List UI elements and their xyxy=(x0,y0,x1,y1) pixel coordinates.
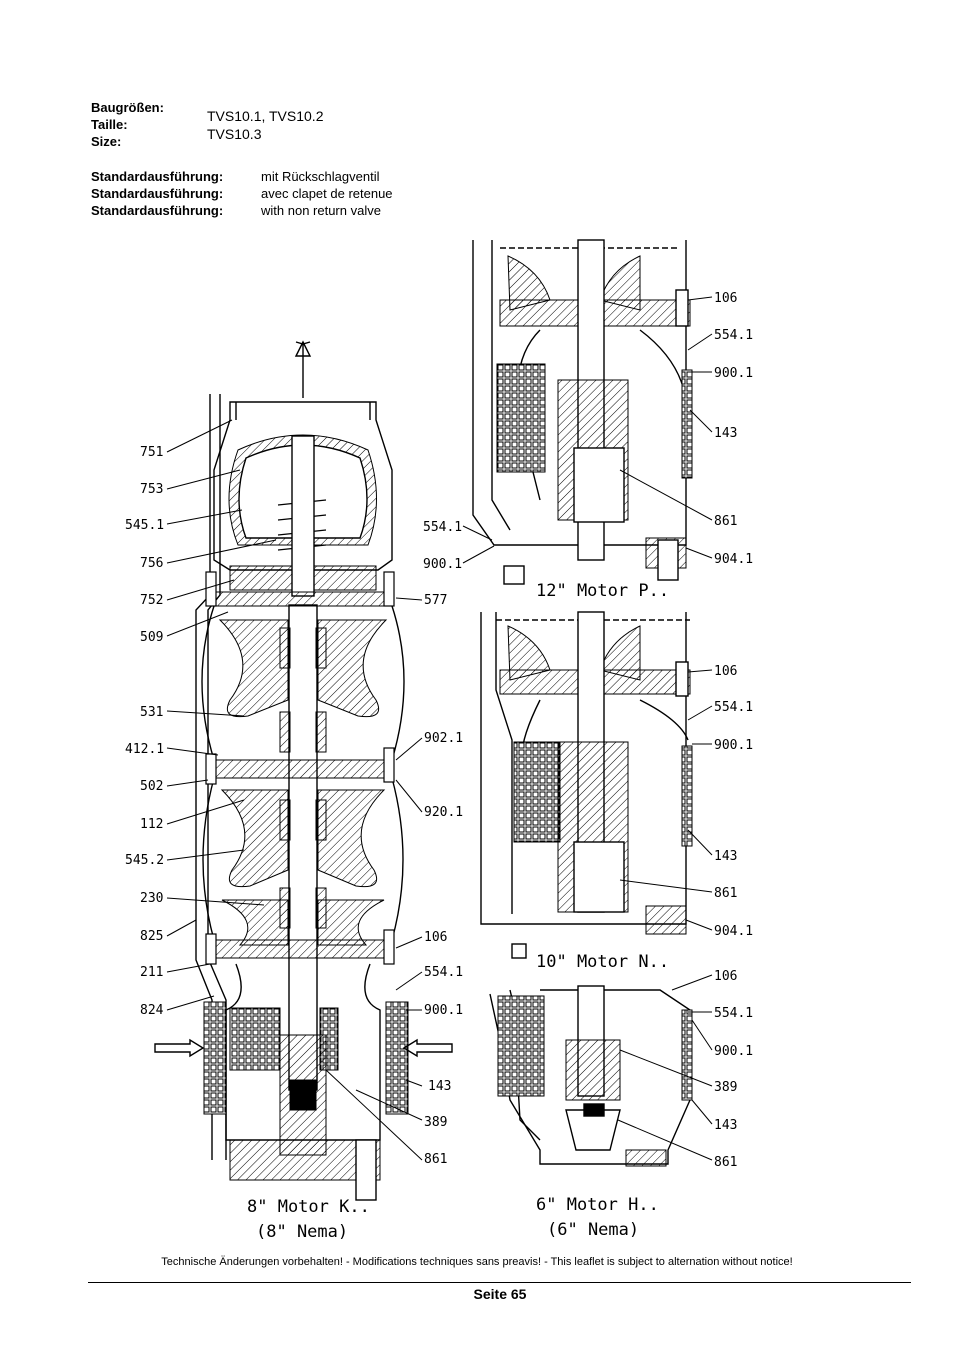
caption-motor-6-nema: (6" Nema) xyxy=(547,1220,639,1240)
standard-value-de: mit Rückschlagventil xyxy=(261,169,380,184)
standard-value-en: with non return valve xyxy=(261,203,381,218)
label-752: 752 xyxy=(140,593,163,608)
label-554-1-main: 554.1 xyxy=(424,965,463,980)
label-143-10in: 143 xyxy=(714,849,737,864)
motor-6-leader-lines xyxy=(617,974,713,1161)
label-904-1-12in: 904.1 xyxy=(714,552,753,567)
caption-motor-12: 12" Motor P.. xyxy=(536,581,669,601)
left-leader-lines xyxy=(166,419,495,1161)
label-753: 753 xyxy=(140,482,163,497)
inlet-arrow-left-icon xyxy=(154,1038,205,1058)
caption-motor-6: 6" Motor H.. xyxy=(536,1195,659,1215)
label-106-6in: 106 xyxy=(714,969,737,984)
caption-motor-10: 10" Motor N.. xyxy=(536,952,669,972)
label-545-2: 545.2 xyxy=(125,853,164,868)
part-number-labels: 751 753 545.1 756 752 509 531 412.1 502 … xyxy=(125,291,753,1170)
label-577: 577 xyxy=(424,593,447,608)
standard-value-fr: avec clapet de retenue xyxy=(261,186,393,201)
label-861-12in: 861 xyxy=(714,514,737,529)
size-value-1: TVS10.1, TVS10.2 xyxy=(207,108,324,124)
label-389-main: 389 xyxy=(424,1115,447,1130)
label-211: 211 xyxy=(140,965,163,980)
standard-label-fr: Standardausführung: xyxy=(91,186,224,201)
label-900-1-main: 900.1 xyxy=(424,1003,463,1018)
label-554-1-12in: 554.1 xyxy=(714,328,753,343)
label-825: 825 xyxy=(140,929,163,944)
label-861-main: 861 xyxy=(424,1152,447,1167)
label-106-12in: 106 xyxy=(714,291,737,306)
label-143-main: 143 xyxy=(428,1079,451,1094)
label-545-1: 545.1 xyxy=(125,518,164,533)
footer-note: Technische Änderungen vorbehalten! - Mod… xyxy=(161,1256,793,1268)
label-554-1-mid: 554.1 xyxy=(423,520,462,535)
standard-values: mit Rückschlagventil avec clapet de rete… xyxy=(261,168,393,219)
label-900-1-6in: 900.1 xyxy=(714,1044,753,1059)
size-label-fr: Taille: xyxy=(91,117,128,132)
label-751: 751 xyxy=(140,445,163,460)
label-554-1-6in: 554.1 xyxy=(714,1006,753,1021)
label-112: 112 xyxy=(140,817,163,832)
size-label-de: Baugrößen: xyxy=(91,100,164,115)
motor-12-section xyxy=(472,239,693,585)
inlet-arrow-right-icon xyxy=(402,1038,453,1058)
standard-label-de: Standardausführung: xyxy=(91,169,224,184)
motor-6-section xyxy=(489,985,693,1167)
motor-12-leader-lines xyxy=(619,296,713,559)
motor-10-section xyxy=(480,611,693,959)
label-920-1: 920.1 xyxy=(424,805,463,820)
label-902-1: 902.1 xyxy=(424,731,463,746)
label-502: 502 xyxy=(140,779,163,794)
size-values: TVS10.1, TVS10.2 TVS10.3 xyxy=(207,107,323,143)
label-143-6in: 143 xyxy=(714,1118,737,1133)
label-861-6in: 861 xyxy=(714,1155,737,1170)
label-900-1-12in: 900.1 xyxy=(714,366,753,381)
size-label-en: Size: xyxy=(91,134,122,149)
main-pump-section xyxy=(154,340,453,1201)
label-904-1-10in: 904.1 xyxy=(714,924,753,939)
standard-labels: Standardausführung: Standardausführung: … xyxy=(91,168,261,219)
label-900-1-mid: 900.1 xyxy=(423,557,462,572)
label-509: 509 xyxy=(140,630,163,645)
outlet-arrow-icon xyxy=(294,340,312,398)
label-143-12in: 143 xyxy=(714,426,737,441)
size-value-2: TVS10.3 xyxy=(207,126,262,142)
caption-motor-8-nema: (8" Nema) xyxy=(256,1222,348,1242)
label-554-1-10in: 554.1 xyxy=(714,700,753,715)
label-412-1: 412.1 xyxy=(125,742,164,757)
label-106-10in: 106 xyxy=(714,664,737,679)
label-861-10in: 861 xyxy=(714,886,737,901)
motor-captions: 12" Motor P.. 10" Motor N.. 8" Motor K..… xyxy=(247,581,669,1242)
footer-divider xyxy=(88,1282,911,1283)
motor-10-leader-lines xyxy=(619,669,713,931)
label-756: 756 xyxy=(140,556,163,571)
label-900-1-10in: 900.1 xyxy=(714,738,753,753)
caption-motor-8: 8" Motor K.. xyxy=(247,1197,370,1217)
label-106-main: 106 xyxy=(424,930,447,945)
label-389-6in: 389 xyxy=(714,1080,737,1095)
label-230: 230 xyxy=(140,891,163,906)
label-531: 531 xyxy=(140,705,163,720)
size-labels: Baugrößen: Taille: Size: xyxy=(91,99,201,150)
standard-label-en: Standardausführung: xyxy=(91,203,224,218)
label-824: 824 xyxy=(140,1003,164,1018)
page-number: Seite 65 xyxy=(473,1286,527,1302)
